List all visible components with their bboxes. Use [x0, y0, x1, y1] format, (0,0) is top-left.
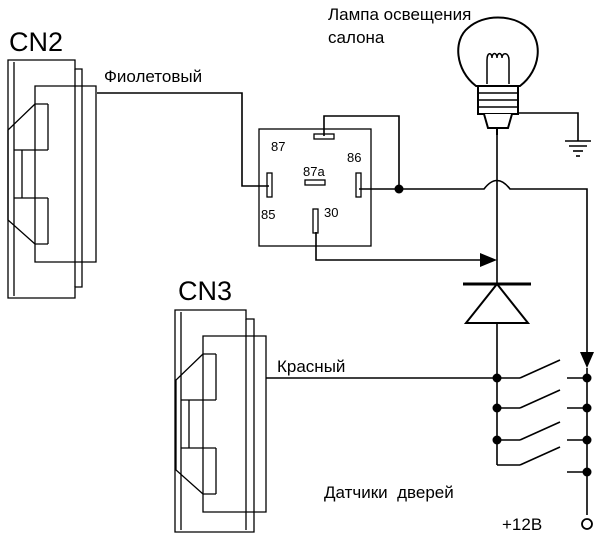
ground-wire [519, 112, 579, 141]
door-sensor-switches [497, 359, 588, 515]
lamp-label-line2: салона [328, 28, 385, 47]
lamp-bulb-icon [457, 16, 539, 135]
relay-pin-87a [304, 179, 326, 186]
junction-dots [394, 184, 592, 477]
arrow-head-right [580, 352, 594, 368]
red-wire-label: Красный [277, 357, 345, 376]
pin-label-30: 30 [324, 205, 338, 220]
arrow-head-pin30 [480, 253, 497, 267]
pin86-feed-wire [359, 179, 588, 358]
pin-label-87: 87 [271, 139, 285, 154]
violet-wire [97, 92, 269, 187]
cn3-connector: CN3 [174, 276, 267, 533]
ground-icon [565, 140, 591, 157]
door-sensors-label: Датчики дверей [324, 483, 454, 502]
pin30-wire [315, 232, 482, 261]
lamp-label-line1: Лампа освещения [328, 5, 471, 24]
pin-label-86: 86 [347, 150, 361, 165]
diode-icon [463, 282, 531, 324]
pin87-jumper-wire [323, 115, 400, 189]
cn3-title: CN3 [178, 276, 232, 306]
relay: 87 87a 86 85 30 [258, 128, 372, 247]
cn2-connector: CN2 [7, 27, 97, 299]
power-label: +12В [502, 515, 542, 534]
pin-label-85: 85 [261, 207, 275, 222]
pin-label-87a: 87a [303, 164, 325, 179]
violet-wire-label: Фиолетовый [104, 67, 202, 86]
cn2-title: CN2 [9, 27, 63, 57]
relay-body [258, 128, 372, 247]
power-terminal-icon [581, 518, 593, 530]
relay-pin-85 [266, 172, 273, 198]
relay-pin-86 [355, 172, 362, 198]
